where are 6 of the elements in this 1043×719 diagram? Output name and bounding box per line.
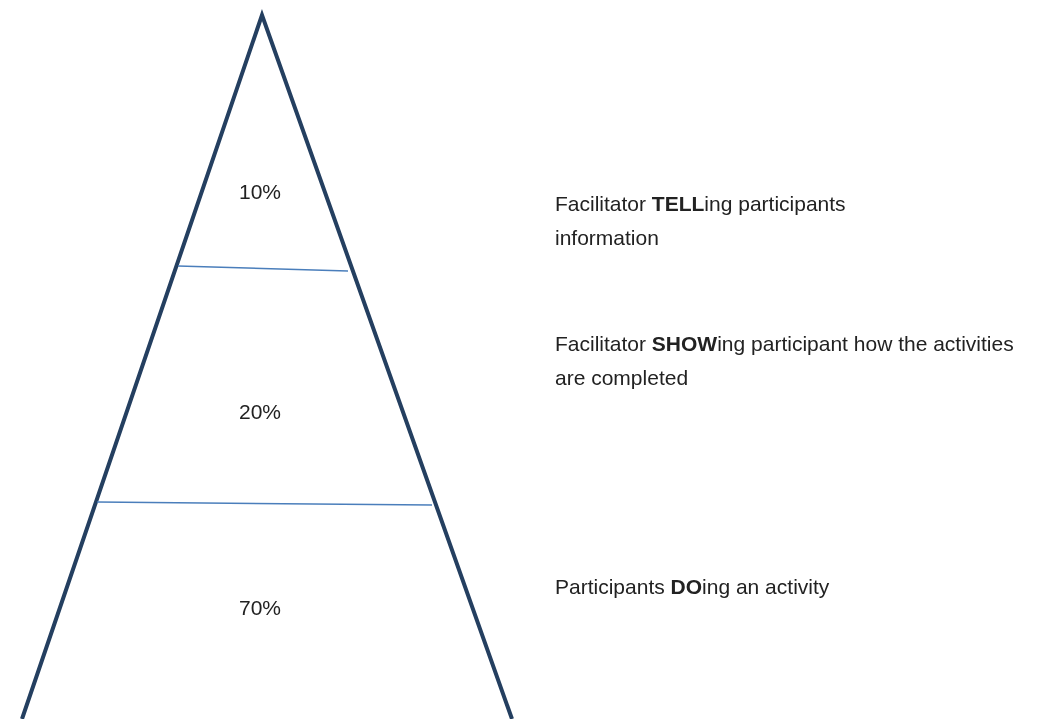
description-text: Facilitator TELLing participants information (555, 191, 847, 251)
description-text: Participants DOing an activity (555, 574, 831, 600)
percentage-label: 70% (239, 596, 281, 620)
percentage-label: 10% (239, 180, 281, 204)
description-text: Facilitator SHOWing participant how the activities are completed (555, 331, 1015, 391)
percentage-label: 20% (239, 400, 281, 424)
